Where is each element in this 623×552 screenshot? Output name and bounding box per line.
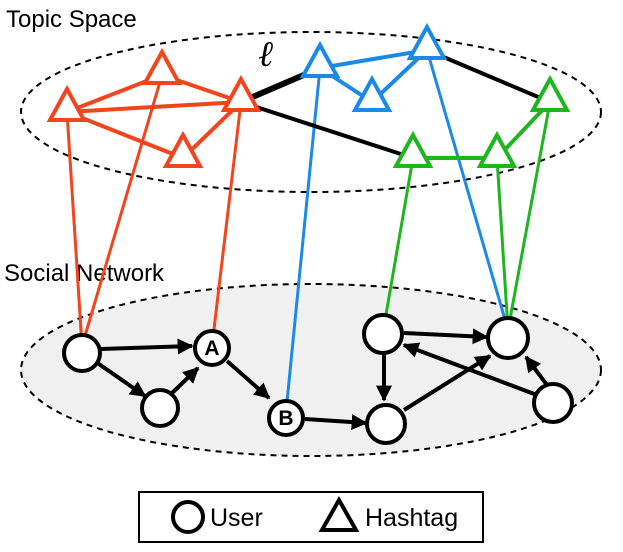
topic-black-edges [239,48,551,160]
hashtag-triangle [351,74,393,112]
user-node [140,388,180,428]
user-hashtag-edge [425,49,510,331]
user-hashtag-edge [65,111,84,347]
red-cluster-edges [66,73,243,160]
hashtag-triangle [141,47,183,85]
legend-user-label: User [210,504,263,532]
hashtag-triangle [46,84,88,122]
follow-edge [524,355,549,387]
social-network-label: Social Network [4,260,165,287]
legend-hashtag-label: Hashtag [365,504,458,532]
edge-l-label: ℓ [258,34,273,75]
hashtag-triangle [529,74,571,112]
follow-edge [168,366,200,397]
follow-edge [225,359,271,400]
follow-edge [304,414,368,431]
user-node-a [193,329,231,367]
social-edges [94,328,549,431]
hashtag-triangle [392,130,434,168]
follow-edge [100,338,194,355]
hashtag-triangle [162,130,204,168]
user-hashtag-edge [381,157,415,333]
green-cluster-edges [413,100,552,160]
user-hashtag-edge [506,101,552,331]
topic-edge [426,48,551,104]
follow-edge [402,354,492,412]
follow-edge [94,360,147,398]
user-a-label: A [204,337,219,360]
legend-user-icon [171,500,205,534]
hashtag-triangle [406,22,448,60]
user-hashtag-edge [495,157,510,331]
follow-edge [403,328,489,345]
user-nodes [62,313,574,445]
legend: User Hashtag [138,491,484,543]
user-b-label: B [278,407,293,430]
legend-box [138,491,484,543]
user-hashtag-edge [210,101,243,347]
topic-space-label: Topic Space [6,6,137,33]
user-node [532,382,574,424]
hashtag-triangle [476,130,518,168]
hashtag-triangle [220,74,262,112]
user-hashtag-edge [80,74,164,347]
hashtag-nodes [46,22,571,168]
user-node-b [267,399,305,437]
user-node [365,403,407,445]
follow-edge [402,342,538,397]
user-node [62,333,102,373]
legend-hashtag-icon [318,495,360,532]
user-node [362,313,404,355]
topic-space-plane [20,31,602,193]
user-node [486,316,530,360]
hashtag-triangle [299,40,341,78]
topic-edge [240,100,414,160]
